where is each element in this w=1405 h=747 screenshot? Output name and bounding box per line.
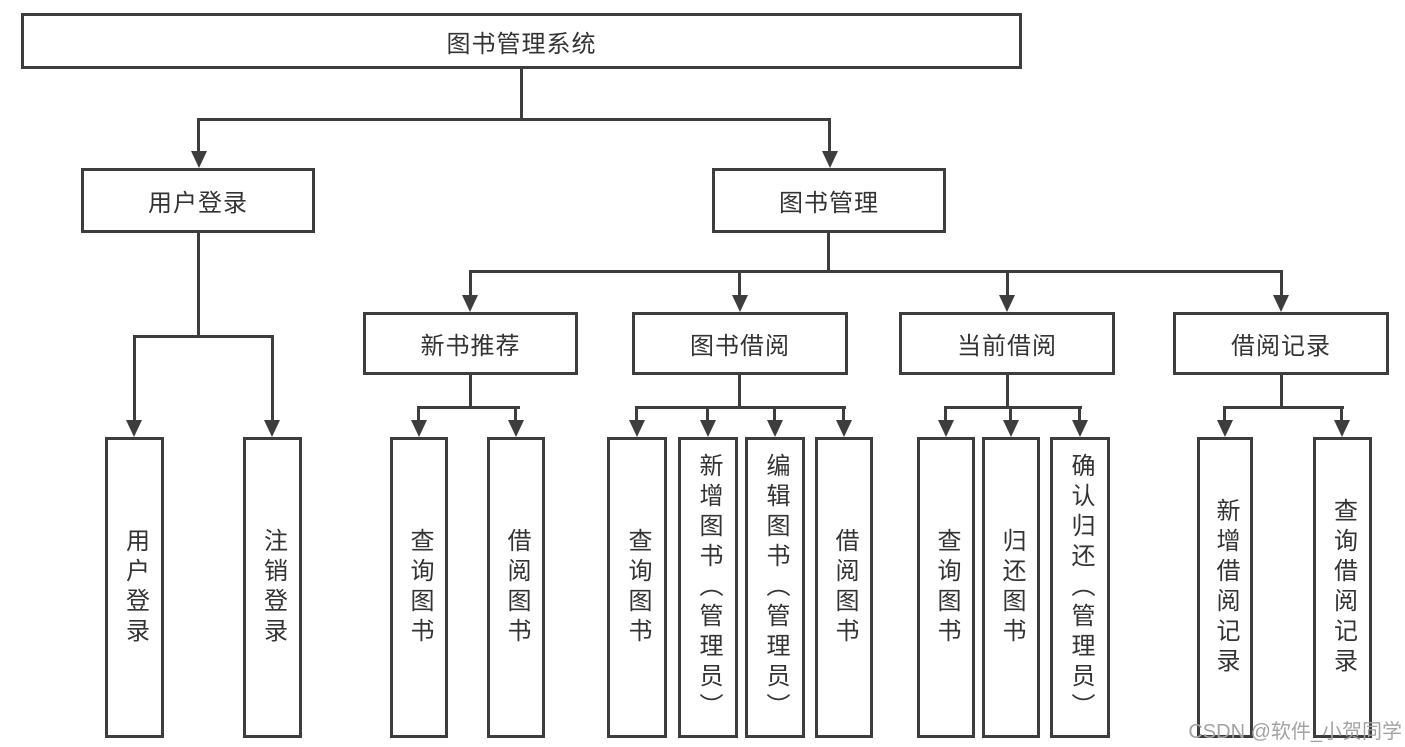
arrowhead-down-br-add-record <box>1217 420 1233 437</box>
leaf-cb-return-books: 归还图书 <box>982 437 1040 738</box>
edge-book-borrow-rail <box>635 406 846 409</box>
edge-drop-cb-return-books <box>1009 406 1012 422</box>
node-user-login: 用户登录 <box>81 168 315 233</box>
node-book-management: 图书管理 <box>712 168 946 233</box>
edge-drop-leaf-user-login <box>133 335 136 422</box>
arrowhead-down-current-borrow <box>999 295 1015 312</box>
watermark: CSDN @软件_小贺同学 <box>1188 721 1402 743</box>
arrowhead-down-bb-query-books <box>629 420 645 437</box>
node-borrow-records: 借阅记录 <box>1173 312 1389 375</box>
edge-drop-borrow-records <box>1280 270 1283 298</box>
leaf-label: 新增借阅记录 <box>1212 497 1239 678</box>
leaf-label: 查询借阅记录 <box>1329 497 1357 678</box>
edge-current-borrow-stem <box>1006 374 1009 409</box>
edge-current-borrow-rail <box>944 406 1082 409</box>
edge-drop-current-borrow <box>1006 270 1009 298</box>
edge-drop-user-login <box>197 118 200 154</box>
leaf-label: 借阅图书 <box>503 527 530 648</box>
edge-drop-book-management <box>828 118 831 154</box>
leaf-nbr-query-books: 查询图书 <box>390 437 448 738</box>
leaf-label: 查询图书 <box>406 527 433 648</box>
leaf-label: 归还图书 <box>998 527 1025 648</box>
node-current-borrow: 当前借阅 <box>899 312 1115 375</box>
edge-drop-nbr-query-books <box>417 406 420 422</box>
arrowhead-down-borrow-records <box>1273 295 1289 312</box>
leaf-label: 确认归还（管理员） <box>1067 452 1094 723</box>
node-label: 图书管理 <box>779 190 879 217</box>
edge-drop-br-add-record <box>1223 406 1226 422</box>
arrowhead-down-book-management <box>822 151 838 168</box>
arrowhead-down-cb-return-books <box>1003 420 1019 437</box>
arrowhead-down-book-borrow <box>732 295 748 312</box>
edge-level2-rail <box>198 118 831 121</box>
leaf-label: 借阅图书 <box>831 527 858 648</box>
node-new-book-recommend: 新书推荐 <box>363 312 578 375</box>
edge-book-management-stem <box>827 232 830 273</box>
arrowhead-down-cb-query-books <box>938 420 954 437</box>
arrowhead-down-bb-borrow-books <box>836 420 852 437</box>
arrowhead-down-cb-confirm-return <box>1072 420 1088 437</box>
node-label: 图书管理系统 <box>446 30 597 58</box>
leaf-label: 编辑图书（管理员） <box>762 452 789 723</box>
leaf-label: 查询图书 <box>624 527 651 648</box>
edge-drop-cb-confirm-return <box>1078 406 1081 422</box>
arrowhead-down-nbr-borrow-books <box>508 420 524 437</box>
node-label: 图书借阅 <box>690 333 790 360</box>
arrowhead-down-nbr-query-books <box>411 420 427 437</box>
edge-drop-bb-borrow-books <box>842 406 845 422</box>
leaf-bb-borrow-books: 借阅图书 <box>815 437 873 738</box>
leaf-label: 查询图书 <box>933 527 960 648</box>
arrowhead-down-new-book-recommend <box>462 295 478 312</box>
leaf-label: 注销登录 <box>259 527 287 648</box>
edge-user-login-rail <box>133 335 274 338</box>
edge-drop-bb-add-book <box>706 406 709 422</box>
edge-root-stem <box>520 68 523 121</box>
edge-drop-br-query-record <box>1340 406 1343 422</box>
edge-borrow-records-rail <box>1223 406 1344 409</box>
leaf-nbr-borrow-books: 借阅图书 <box>487 437 545 738</box>
edge-drop-book-borrow <box>738 270 741 298</box>
edge-drop-bb-edit-book <box>773 406 776 422</box>
leaf-user-login: 用户登录 <box>105 437 164 738</box>
edge-new-book-recommend-rail <box>417 406 520 409</box>
edge-drop-cb-query-books <box>944 406 947 422</box>
node-label: 借阅记录 <box>1231 333 1331 360</box>
edge-new-book-recommend-stem <box>469 374 472 409</box>
arrowhead-down-user-login <box>191 151 207 168</box>
leaf-cb-query-books: 查询图书 <box>917 437 975 738</box>
leaf-bb-query-books: 查询图书 <box>607 437 667 738</box>
node-label: 新书推荐 <box>420 333 521 360</box>
edge-drop-leaf-logout <box>271 335 274 422</box>
leaf-br-query-record: 查询借阅记录 <box>1313 437 1372 738</box>
edge-drop-nbr-borrow-books <box>514 406 517 422</box>
leaf-cb-confirm-return-admin: 确认归还（管理员） <box>1050 437 1110 738</box>
edge-borrow-records-stem <box>1280 374 1283 409</box>
node-library-system: 图书管理系统 <box>21 13 1022 69</box>
edge-drop-new-book-recommend <box>469 270 472 298</box>
leaf-label: 用户登录 <box>121 527 149 648</box>
node-label: 用户登录 <box>148 190 248 217</box>
leaf-logout: 注销登录 <box>243 437 302 738</box>
arrowhead-down-br-query-record <box>1334 420 1350 437</box>
leaf-bb-edit-book-admin: 编辑图书（管理员） <box>745 437 805 738</box>
arrowhead-down-bb-edit-book <box>767 420 783 437</box>
arrowhead-down-leaf-logout <box>264 420 280 437</box>
node-book-borrow: 图书借阅 <box>632 312 848 375</box>
edge-level3-rail <box>469 270 1283 273</box>
leaf-bb-add-book-admin: 新增图书（管理员） <box>678 437 738 738</box>
leaf-br-add-record: 新增借阅记录 <box>1197 437 1253 738</box>
leaf-label: 新增图书（管理员） <box>695 452 722 723</box>
arrowhead-down-leaf-user-login <box>126 420 142 437</box>
edge-user-login-stem <box>197 232 200 338</box>
arrowhead-down-bb-add-book <box>700 420 716 437</box>
edge-book-borrow-stem <box>738 374 741 409</box>
edge-drop-bb-query-books <box>635 406 638 422</box>
node-label: 当前借阅 <box>957 333 1057 360</box>
